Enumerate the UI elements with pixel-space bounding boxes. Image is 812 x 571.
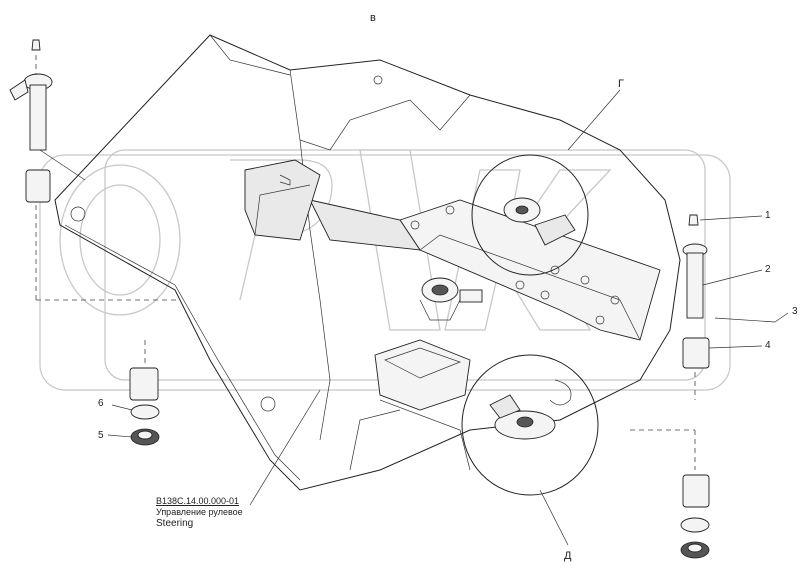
left-bracket (244, 159, 321, 241)
lower-right-bushing-stack (630, 429, 710, 559)
callout-2: 2 (765, 264, 771, 275)
cross-bar (309, 199, 661, 341)
title-block: В138С.14.00.000-01 Управление рулевое St… (156, 496, 243, 529)
callout-4: 4 (765, 340, 771, 351)
lower-box (374, 339, 471, 411)
lower-left-bushing-stack (129, 340, 160, 446)
detail-circle-g (471, 89, 621, 276)
callout-leaders (107, 215, 789, 506)
assembly-name-ru: Управление рулевое (156, 507, 243, 517)
callout-5: 5 (98, 430, 104, 441)
callout-1: 1 (765, 210, 771, 221)
right-pin-assembly (682, 214, 776, 400)
assembly-code: В138С.14.00.000-01 (156, 496, 240, 506)
view-label-g: Г (618, 78, 624, 90)
callout-3: 3 (792, 306, 798, 317)
callout-6: 6 (98, 398, 104, 409)
assembly-name-en: Steering (156, 518, 194, 529)
left-pin-assembly (9, 39, 180, 301)
view-label-d: Д (564, 550, 572, 562)
view-label-b: в (370, 12, 376, 24)
detail-circle-d (461, 354, 599, 546)
central-hub (419, 277, 483, 321)
